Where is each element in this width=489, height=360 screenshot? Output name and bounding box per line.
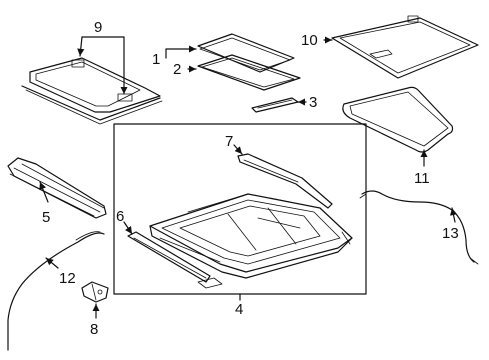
callout-11: 11 [414, 170, 430, 187]
part-8-motor-clip [81, 281, 109, 303]
part-10-sunshade [331, 15, 479, 79]
part-9-frame-rails [21, 57, 163, 125]
callout-3: 3 [309, 94, 317, 111]
part-5-side-rail [7, 157, 107, 219]
callout-6: 6 [116, 208, 124, 225]
callout-10: 10 [301, 32, 318, 49]
sunroof-housing-frame [149, 193, 353, 279]
part-6-cable-guide [127, 231, 223, 289]
callout-1: 1 [152, 51, 160, 68]
callout-9: 9 [94, 19, 102, 36]
callout-4: 4 [235, 301, 243, 318]
callout-12: 12 [59, 270, 76, 287]
part-2-glass-seal [197, 54, 301, 91]
callout-7: 7 [225, 133, 233, 150]
part-7-front-rail [237, 153, 333, 209]
part-1-glass-panel [197, 33, 295, 73]
part-11-seal-ring [342, 86, 454, 153]
callout-8: 8 [90, 321, 98, 338]
callout-13: 13 [442, 225, 459, 242]
callout-5: 5 [42, 209, 50, 226]
part-3-deflector [251, 97, 299, 113]
callout-2: 2 [173, 61, 181, 78]
part-13-drain-hose [359, 190, 479, 265]
part-12-drain-hose [7, 231, 105, 351]
